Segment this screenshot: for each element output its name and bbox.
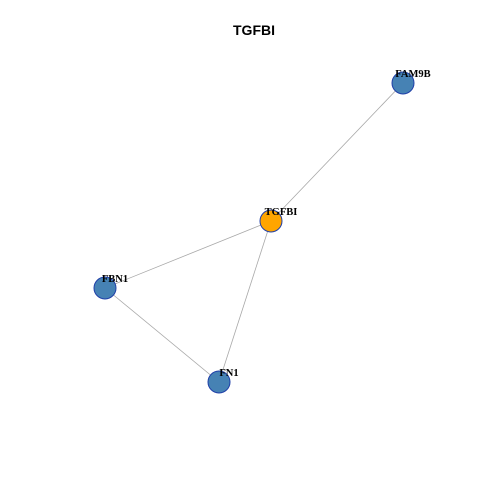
node-label-fam9b: FAM9B bbox=[395, 69, 430, 80]
edge-tgfbi-fn1 bbox=[218, 220, 272, 383]
node-tgfbi bbox=[259, 209, 283, 233]
node-label-fn1: FN1 bbox=[219, 368, 238, 379]
diagram-title: TGFBI bbox=[233, 22, 275, 38]
node-fbn1 bbox=[93, 276, 117, 300]
edge-fbn1-fn1 bbox=[104, 287, 220, 383]
edge-layer bbox=[104, 82, 404, 383]
node-fn1 bbox=[207, 370, 231, 394]
node-label-fbn1: FBN1 bbox=[102, 274, 128, 285]
edge-tgfbi-fbn1 bbox=[104, 220, 272, 289]
node-label-tgfbi: TGFBI bbox=[265, 207, 298, 218]
node-fam9b bbox=[391, 71, 415, 95]
edge-tgfbi-fam9b bbox=[270, 82, 404, 222]
